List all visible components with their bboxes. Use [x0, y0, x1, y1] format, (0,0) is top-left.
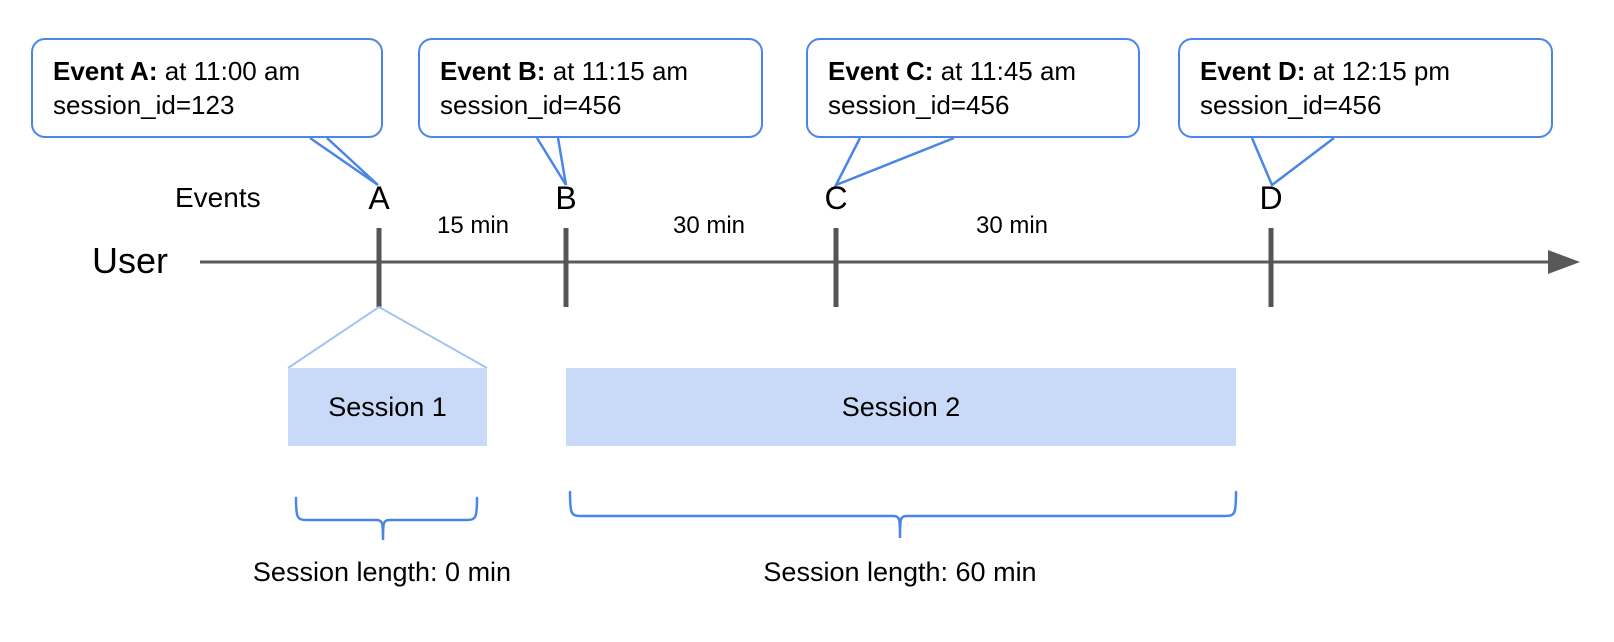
- callout-b-session: session_id=456: [440, 90, 622, 121]
- timeline-arrowhead: [1548, 250, 1580, 274]
- callout-a-time: at 11:00 am: [157, 56, 301, 86]
- callout-b-tail: [535, 137, 568, 186]
- callout-b-title: Event B:: [440, 56, 546, 86]
- gap-label-a-b: 15 min: [436, 212, 510, 239]
- callout-c-session: session_id=456: [828, 90, 1010, 121]
- session-1-length-label: Session length: 0 min: [252, 557, 512, 587]
- callout-event-a: Event A: at 11:00 am session_id=123: [31, 38, 383, 138]
- callout-c-time: at 11:45 am: [933, 56, 1077, 86]
- marker-label-a: A: [368, 180, 390, 216]
- callout-c-title: Event C:: [828, 56, 934, 86]
- lane-label-events: Events: [175, 182, 261, 213]
- session-1-brace: [294, 496, 479, 541]
- marker-label-d: D: [1259, 180, 1283, 216]
- callout-b-time: at 11:15 am: [545, 56, 689, 86]
- session-1-funnel: [287, 305, 488, 369]
- callout-event-c: Event C: at 11:45 am session_id=456: [806, 38, 1140, 138]
- callout-event-d: Event D: at 12:15 pm session_id=456: [1178, 38, 1553, 138]
- callout-a-tail: [309, 136, 379, 187]
- gap-label-c-d: 30 min: [975, 212, 1049, 239]
- marker-label-b: B: [555, 180, 577, 216]
- session-bar-2-label: Session 2: [841, 391, 961, 422]
- callout-d-tail: [1250, 137, 1335, 187]
- callout-d-title: Event D:: [1200, 56, 1306, 86]
- callout-d-time: at 12:15 pm: [1305, 56, 1451, 86]
- callout-a-title: Event A:: [53, 56, 158, 86]
- callout-c-tail: [833, 136, 955, 188]
- session-2-length-label: Session length: 60 min: [763, 557, 1037, 587]
- session-bar-1-label: Session 1: [328, 391, 447, 422]
- marker-label-c: C: [824, 180, 848, 216]
- session-bar-1: Session 1: [288, 368, 487, 446]
- callout-event-b: Event B: at 11:15 am session_id=456: [418, 38, 763, 138]
- callout-d-session: session_id=456: [1200, 90, 1382, 121]
- session-2-brace: [568, 490, 1238, 539]
- lane-label-user: User: [92, 240, 169, 281]
- gap-label-b-c: 30 min: [672, 212, 746, 239]
- session-bar-2: Session 2: [566, 368, 1236, 446]
- callout-a-session: session_id=123: [53, 90, 235, 121]
